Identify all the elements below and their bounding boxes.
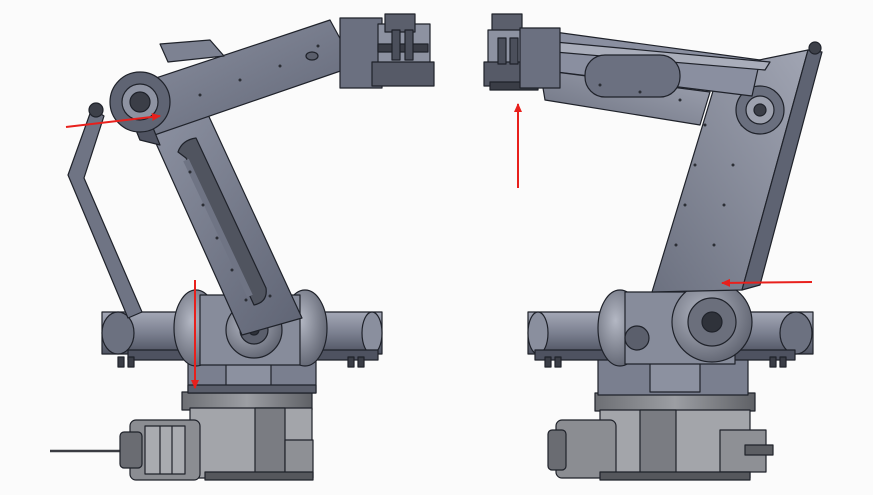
right-wrist [483,13,561,91]
left-wrist [339,13,435,89]
left-upper-arm [109,19,356,146]
right-base [547,392,774,481]
right-arrow-shoulder [721,278,813,287]
right-shoulder-joints [597,281,753,367]
right-elbow-joint [735,41,822,135]
right-arrows [514,103,813,287]
left-arrows [65,112,199,389]
left-rear-link [67,107,143,319]
left-arrow-elbow [65,112,161,128]
left-robot [50,13,435,481]
left-base [119,391,314,481]
left-rear-link-pin [88,102,104,118]
right-robot [483,13,823,481]
right-upper-arm [539,29,771,126]
